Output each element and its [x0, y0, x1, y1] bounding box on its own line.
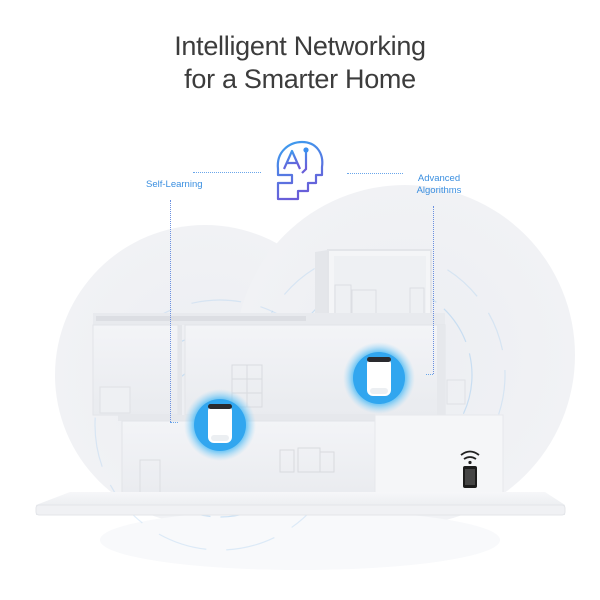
label-advanced-algorithms: Advanced Algorithms — [413, 173, 465, 197]
label-advanced: Advanced — [417, 173, 461, 184]
headline-line-1: Intelligent Networking — [174, 31, 426, 61]
connector-right-hook — [426, 374, 433, 375]
base-platform — [35, 492, 566, 516]
connector-left-hook — [170, 422, 178, 423]
connector-right-horizontal — [347, 173, 403, 174]
lower-floor — [118, 414, 504, 504]
connector-right-vertical — [433, 206, 434, 374]
label-self-learning: Self-Learning — [146, 179, 203, 190]
headline-line-2: for a Smarter Home — [184, 64, 416, 94]
upper-room — [315, 249, 432, 323]
label-algorithms: Algorithms — [416, 185, 462, 196]
connector-left-vertical — [170, 200, 171, 422]
ai-head-icon — [276, 140, 324, 201]
mesh-router-icon — [184, 389, 256, 461]
headline: Intelligent Networking for a Smarter Hom… — [0, 30, 600, 96]
connector-left-horizontal — [193, 172, 261, 173]
wifi-phone-icon — [460, 450, 480, 488]
mesh-router-icon — [343, 342, 415, 414]
